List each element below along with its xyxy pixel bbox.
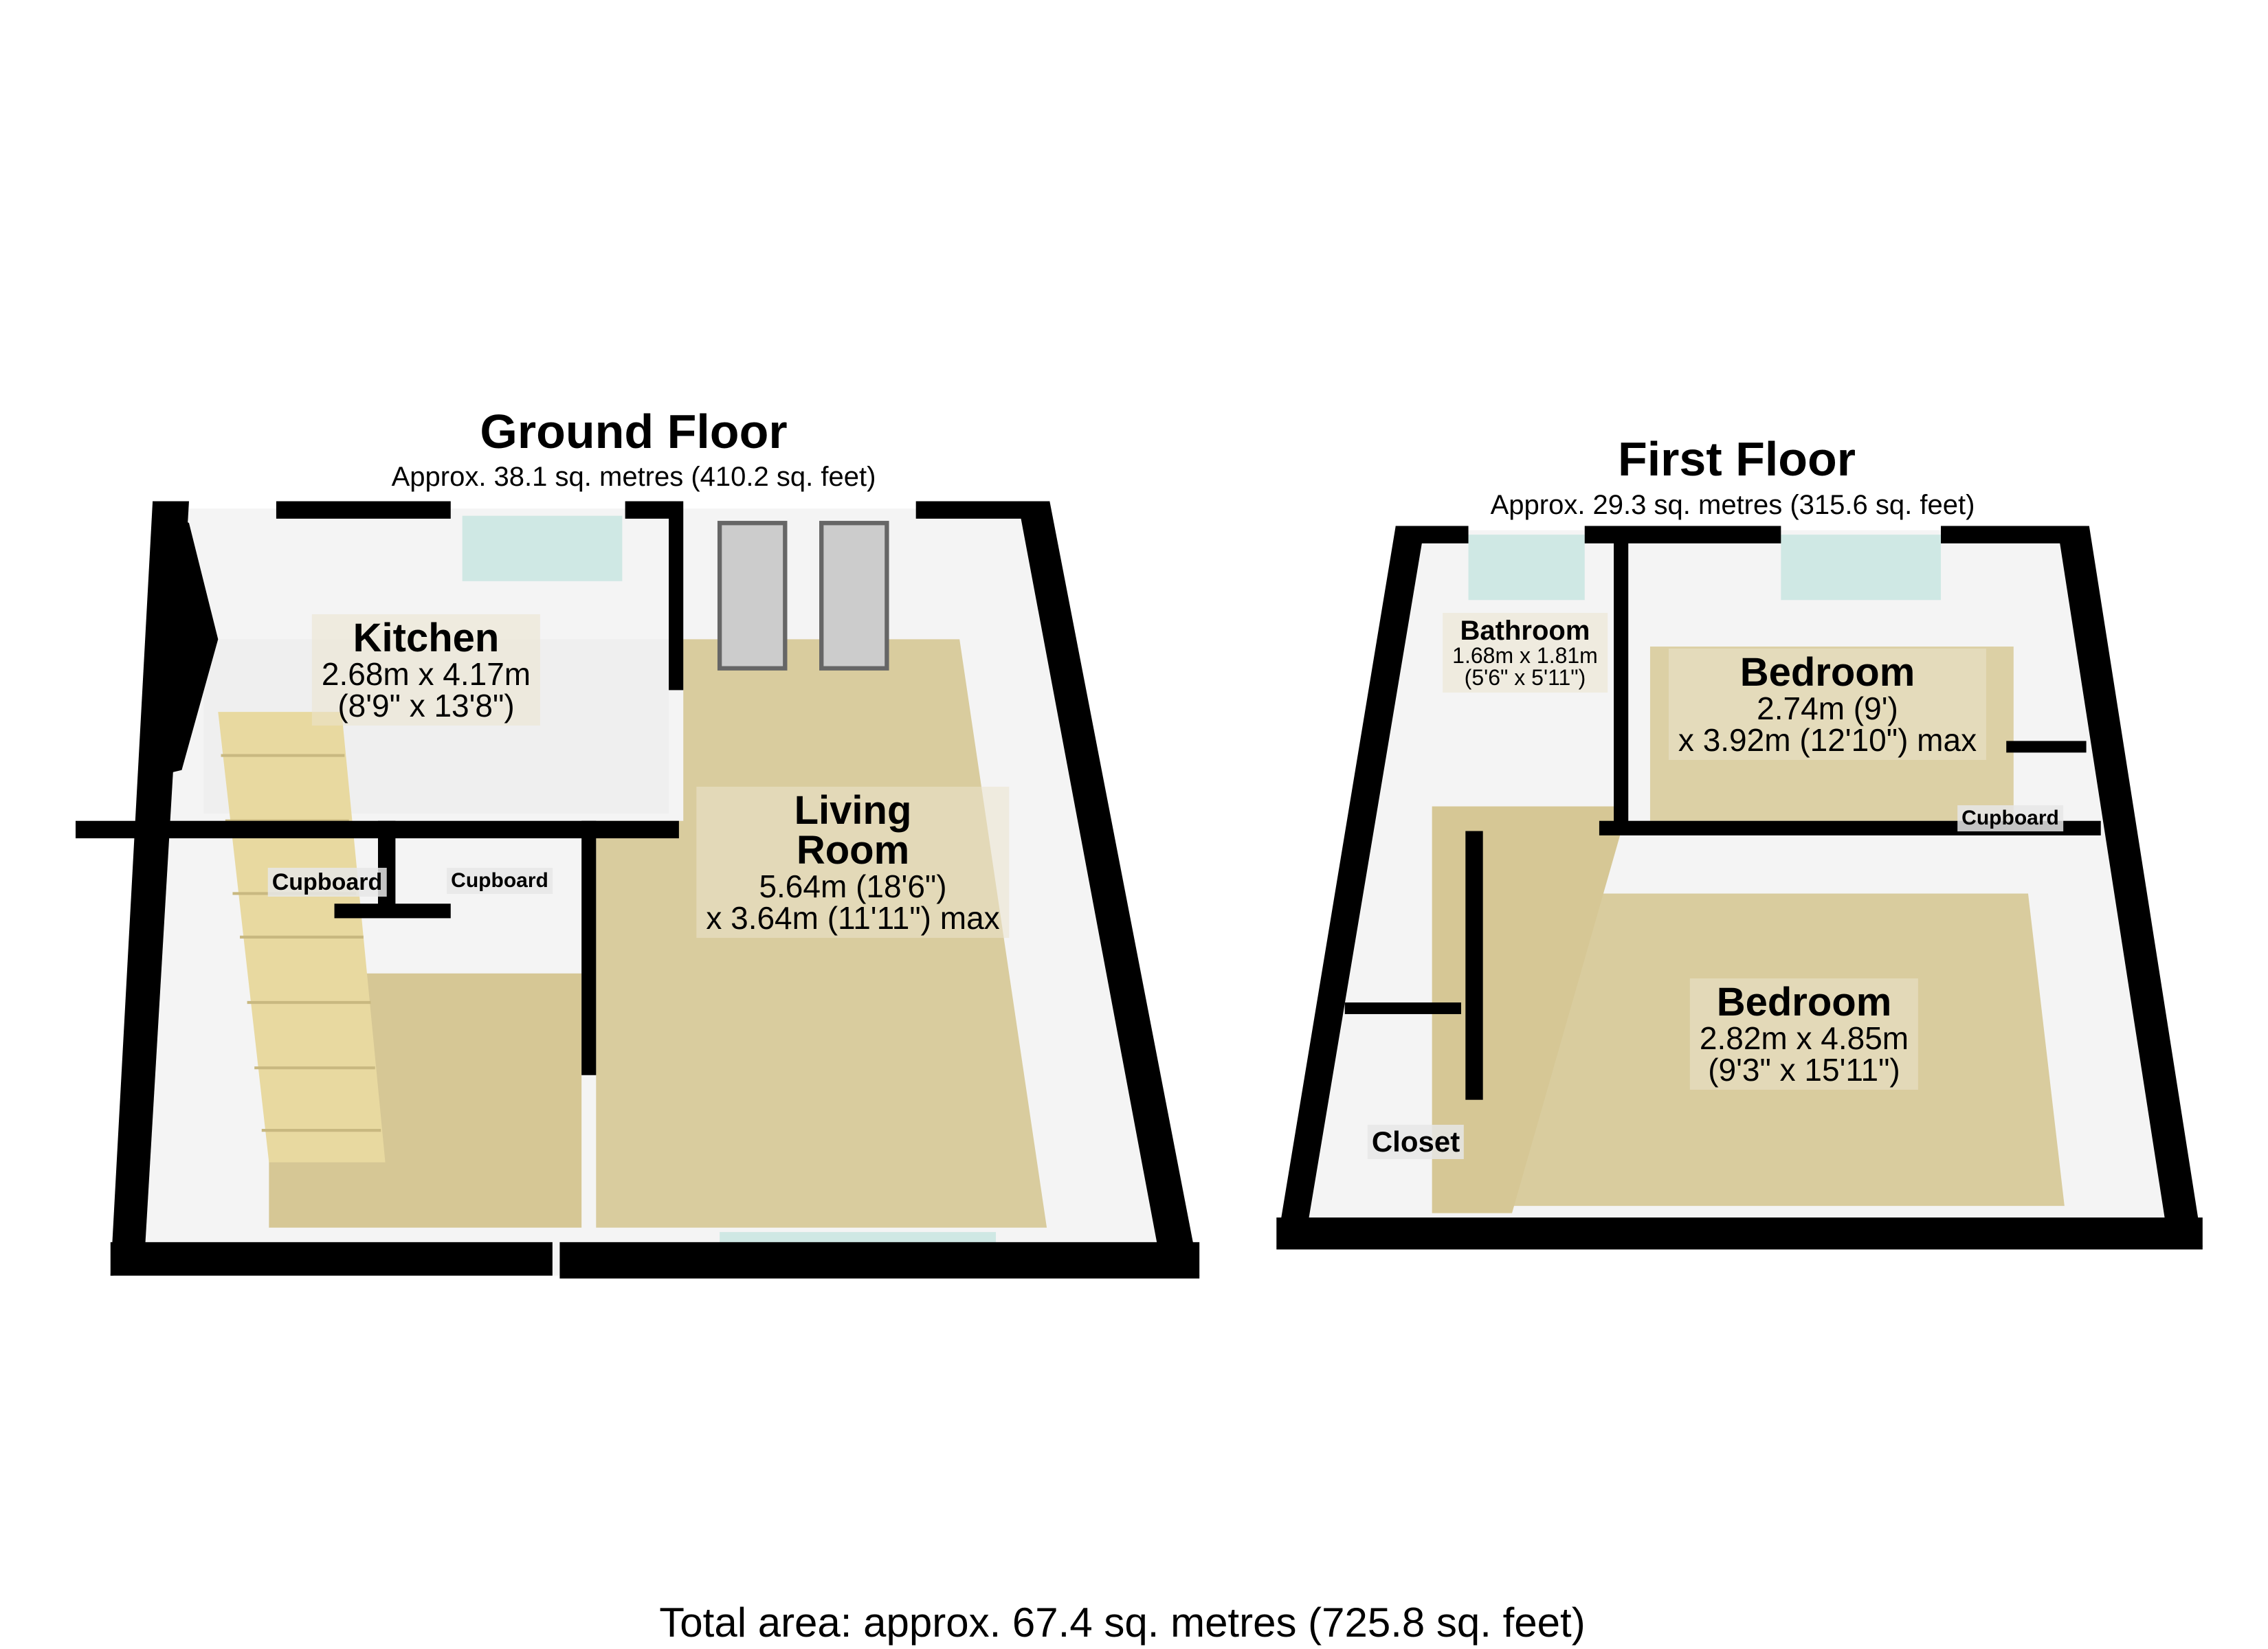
room-dimensions-2: x 3.92m (12'10") max [1678,722,1977,758]
closet-label: Closet [1367,1125,1465,1159]
ground-floor-walls [76,501,1200,1279]
room-name: Bedroom [1739,650,1915,695]
ground-floor-title: Ground Floor [480,405,788,458]
bedroom-label: Bedroom 2.74m (9') x 3.92m (12'10") max [1668,649,1987,760]
room-dimensions-imperial: (8'9" x 13'8") [337,688,515,723]
cupboard-label: Cupboard [1957,805,2063,831]
room-name: Living [794,788,912,833]
room-name-line2: Room [796,828,910,873]
window [1781,535,1942,601]
room-name: Kitchen [353,616,500,660]
ground-floor-area: Approx. 38.1 sq. metres (410.2 sq. feet) [391,462,876,492]
room-dimensions-imperial: (5'6" x 5'11") [1464,665,1586,690]
room-dimensions: 2.82m x 4.85m [1699,1020,1909,1056]
room-dimensions: 2.68m x 4.17m [321,656,531,692]
first-floor-title: First Floor [1617,432,1856,486]
room-name: Bathroom [1460,616,1590,646]
kitchen-label: Kitchen 2.68m x 4.17m (8'9" x 13'8") [311,614,541,726]
living-room-label: Living Room 5.64m (18'6") x 3.64m (11'11… [696,787,1010,938]
ground-floor-plan [76,501,1200,1279]
window [462,515,623,581]
cupboard-label: Cupboard [267,868,387,897]
room-dimensions-imperial: (9'3" x 15'11") [1708,1052,1900,1088]
bathroom-label: Bathroom 1.68m x 1.81m (5'6" x 5'11") [1443,613,1608,693]
first-floor-area: Approx. 29.3 sq. metres (315.6 sq. feet) [1490,490,1975,520]
room-dimensions: 2.74m (9') [1757,691,1898,726]
room-dimensions: 5.64m (18'6") [759,868,947,904]
room-dimensions-2: x 3.64m (11'11") max [706,900,1000,936]
total-area: Total area: approx. 67.4 sq. metres (725… [659,1600,1586,1646]
window [1468,535,1585,601]
door [819,521,889,671]
room-dimensions: 1.68m x 1.81m [1452,643,1598,668]
room-name: Bedroom [1716,980,1892,1024]
first-floor-walls [1276,526,2203,1250]
cupboard-label: Cupboard [447,868,553,894]
door [717,521,788,671]
bedroom-large-label: Bedroom 2.82m x 4.85m (9'3" x 15'11") [1689,978,1919,1090]
